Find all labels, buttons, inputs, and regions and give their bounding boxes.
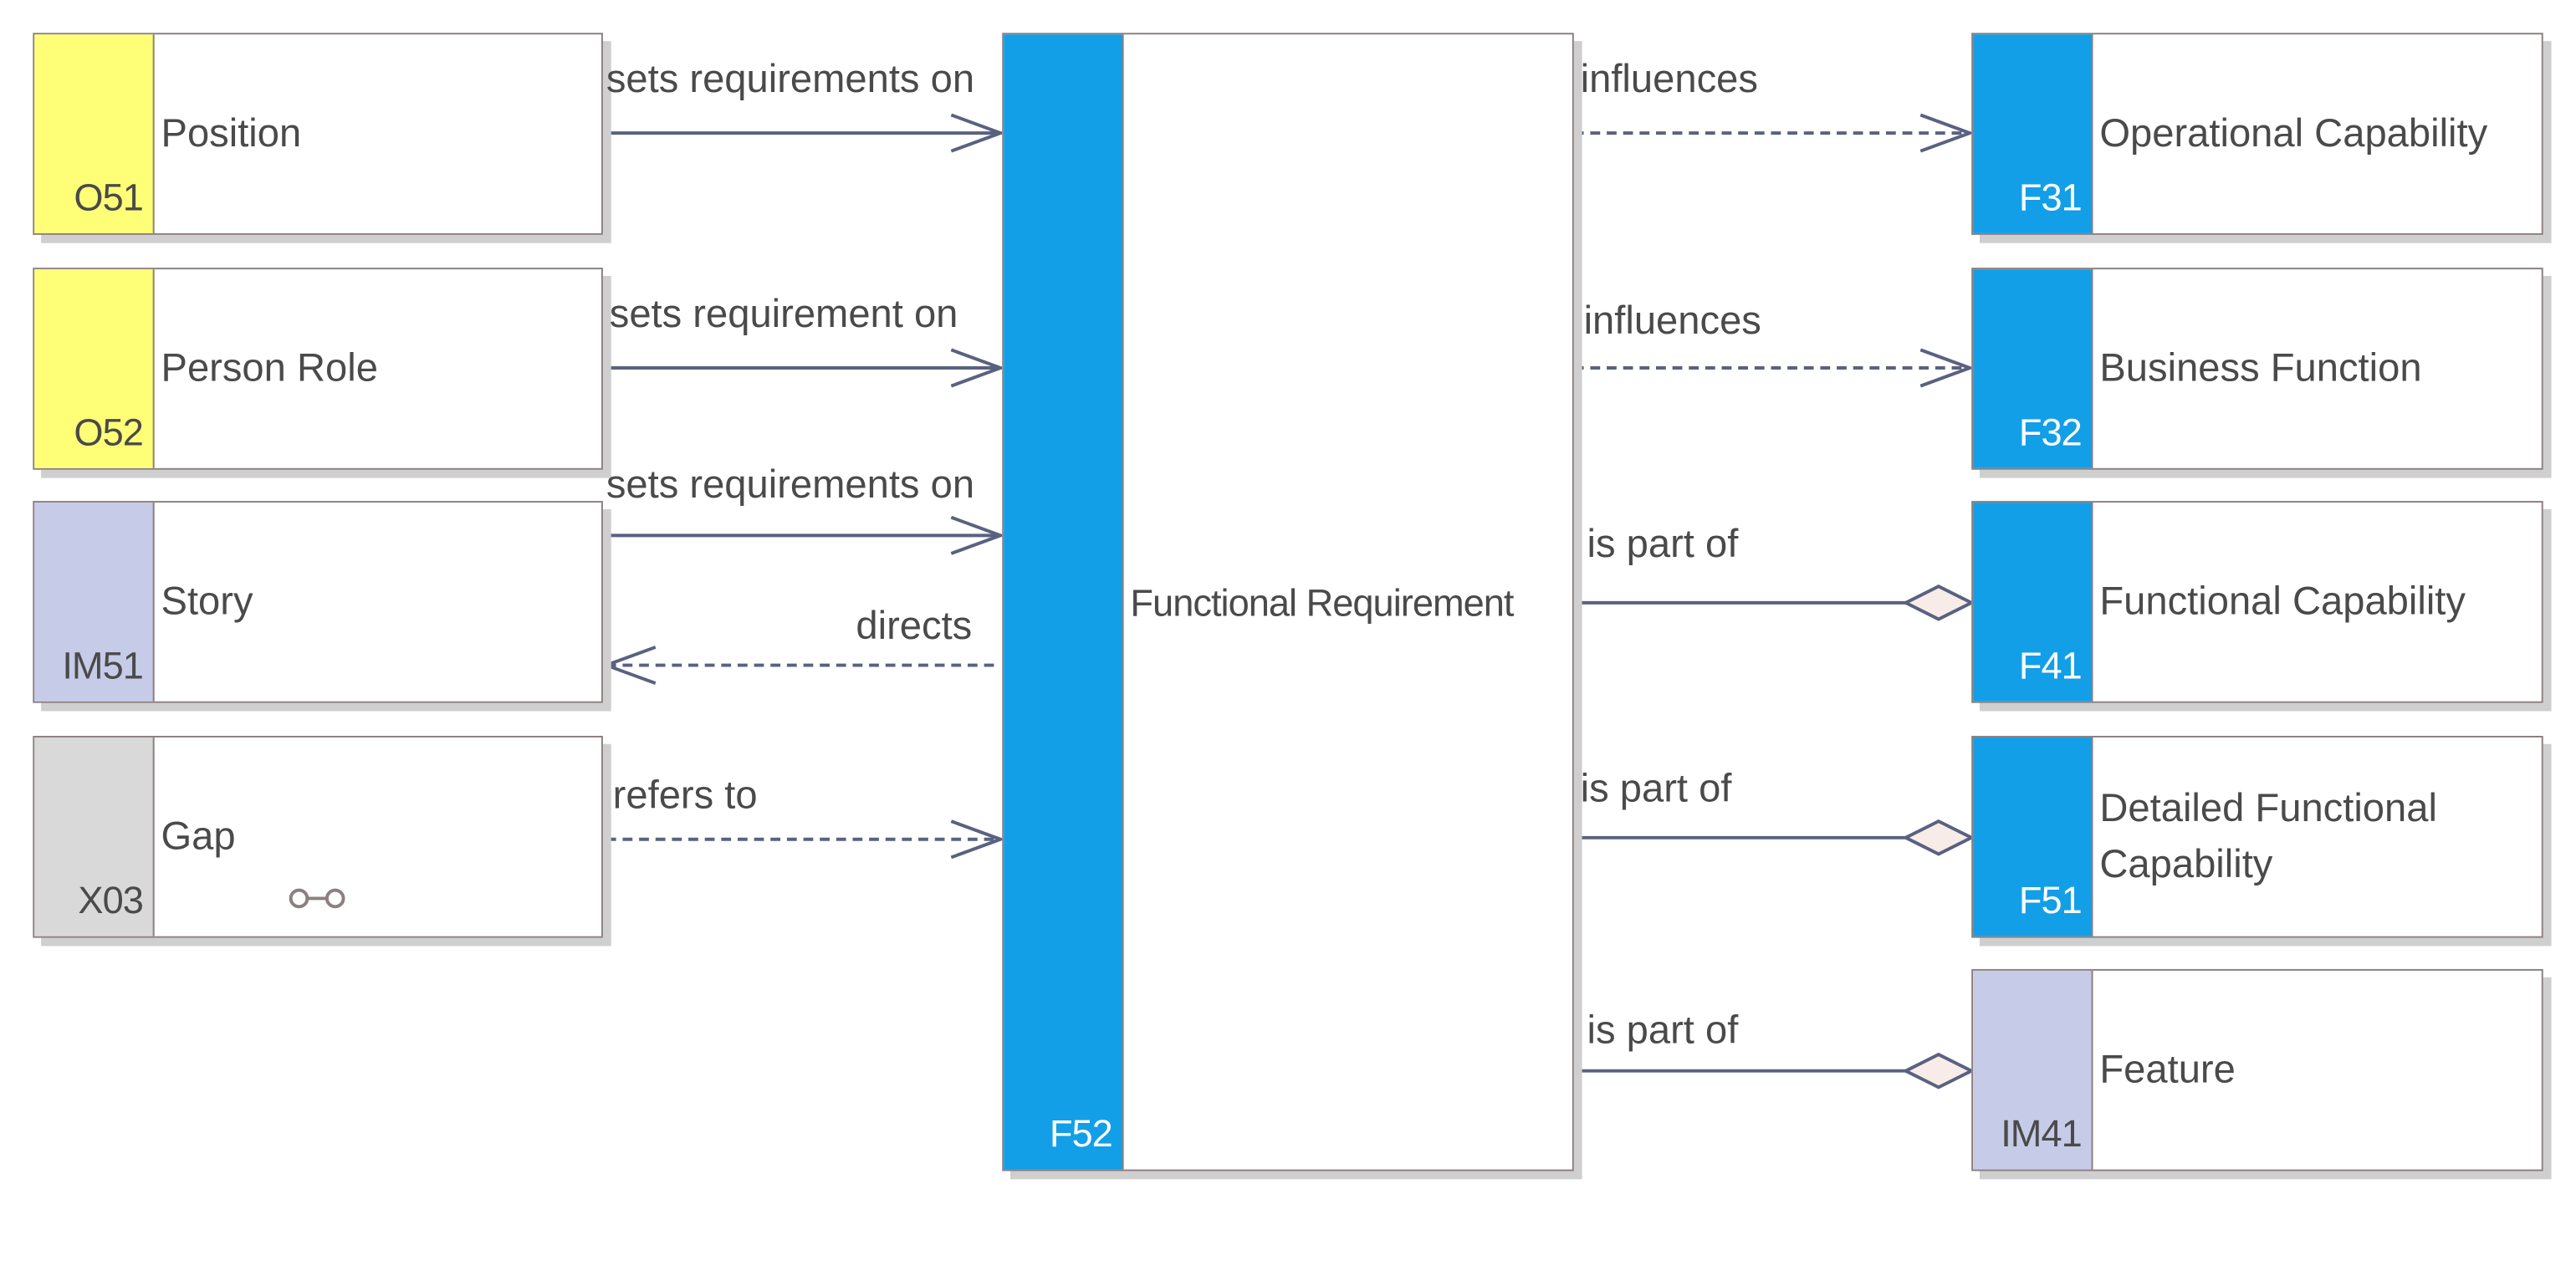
arrowhead-influences-1 [1919,113,1975,153]
node-band: O51 [34,34,155,233]
node-band: F41 [1973,503,2093,702]
node-code: X03 [78,878,143,921]
edge-label: sets requirement on [609,292,958,337]
edge-label: sets requirements on [606,57,975,102]
node-code: IM51 [62,644,144,687]
diamond-head-3 [1902,1052,1975,1090]
node-person-role[interactable]: O52 Person Role [33,268,603,470]
node-title: Functional Requirement [1130,580,1514,624]
node-functional-capability[interactable]: F41 Functional Capability [1971,501,2543,703]
node-code: F31 [2018,176,2083,219]
node-band: F51 [1973,737,2093,937]
node-title: Detailed Functional Capability [2099,785,2437,886]
arrowhead-person-role [950,348,1005,388]
edge-label: refers to [612,773,758,819]
node-feature[interactable]: IM41 Feature [1971,968,2543,1171]
edge-label: sets requirements on [606,462,975,508]
edge-label: influences [1580,57,1758,102]
node-code: F52 [1049,1111,1113,1155]
node-code: O51 [74,176,143,219]
node-business-function[interactable]: F32 Business Function [1971,268,2543,470]
node-title: Position [161,110,302,156]
node-code: F41 [2018,644,2083,687]
edge-label: is part of [1580,767,1732,812]
node-title: Operational Capability [2099,110,2488,156]
node-code: F51 [2018,878,2083,921]
arrowhead-influences-2 [1919,348,1975,388]
node-title: Gap [161,814,236,859]
node-band: X03 [34,737,155,937]
node-gap[interactable]: X03 Gap [33,736,603,938]
node-code: F32 [2018,411,2083,454]
node-detailed-functional-capability[interactable]: F51 Detailed Functional Capability [1971,736,2543,938]
edge-label: directs [856,604,973,649]
arrowhead-story-sets [950,515,1005,555]
node-title: Person Role [161,345,378,390]
node-band: F52 [1004,34,1124,1170]
node-title: Feature [2099,1047,2236,1092]
diamond-head-1 [1902,584,1975,621]
node-title: Business Function [2099,345,2422,390]
node-code: IM41 [2001,1111,2083,1155]
node-position[interactable]: O51 Position [33,33,603,235]
diamond-head-2 [1902,819,1975,856]
node-story[interactable]: IM51 Story [33,501,603,703]
arrowhead-directs [601,646,657,685]
node-band: O52 [34,269,155,468]
node-band: IM51 [34,503,155,702]
node-title: Story [161,579,253,624]
link-icon[interactable] [288,887,347,911]
arrowhead-position [950,113,1005,153]
node-band: IM41 [1973,970,2093,1170]
edge-label: is part of [1587,522,1739,567]
node-band: F31 [1973,34,2093,233]
arrowhead-refers-to [950,819,1005,860]
edge-label: is part of [1587,1008,1739,1054]
node-functional-requirement[interactable]: F52 Functional Requirement [1002,33,1574,1171]
node-title: Functional Capability [2099,579,2466,624]
node-code: O52 [74,411,143,454]
node-operational-capability[interactable]: F31 Operational Capability [1971,33,2543,235]
edge-label: influences [1583,299,1761,344]
node-band: F32 [1973,269,2093,468]
